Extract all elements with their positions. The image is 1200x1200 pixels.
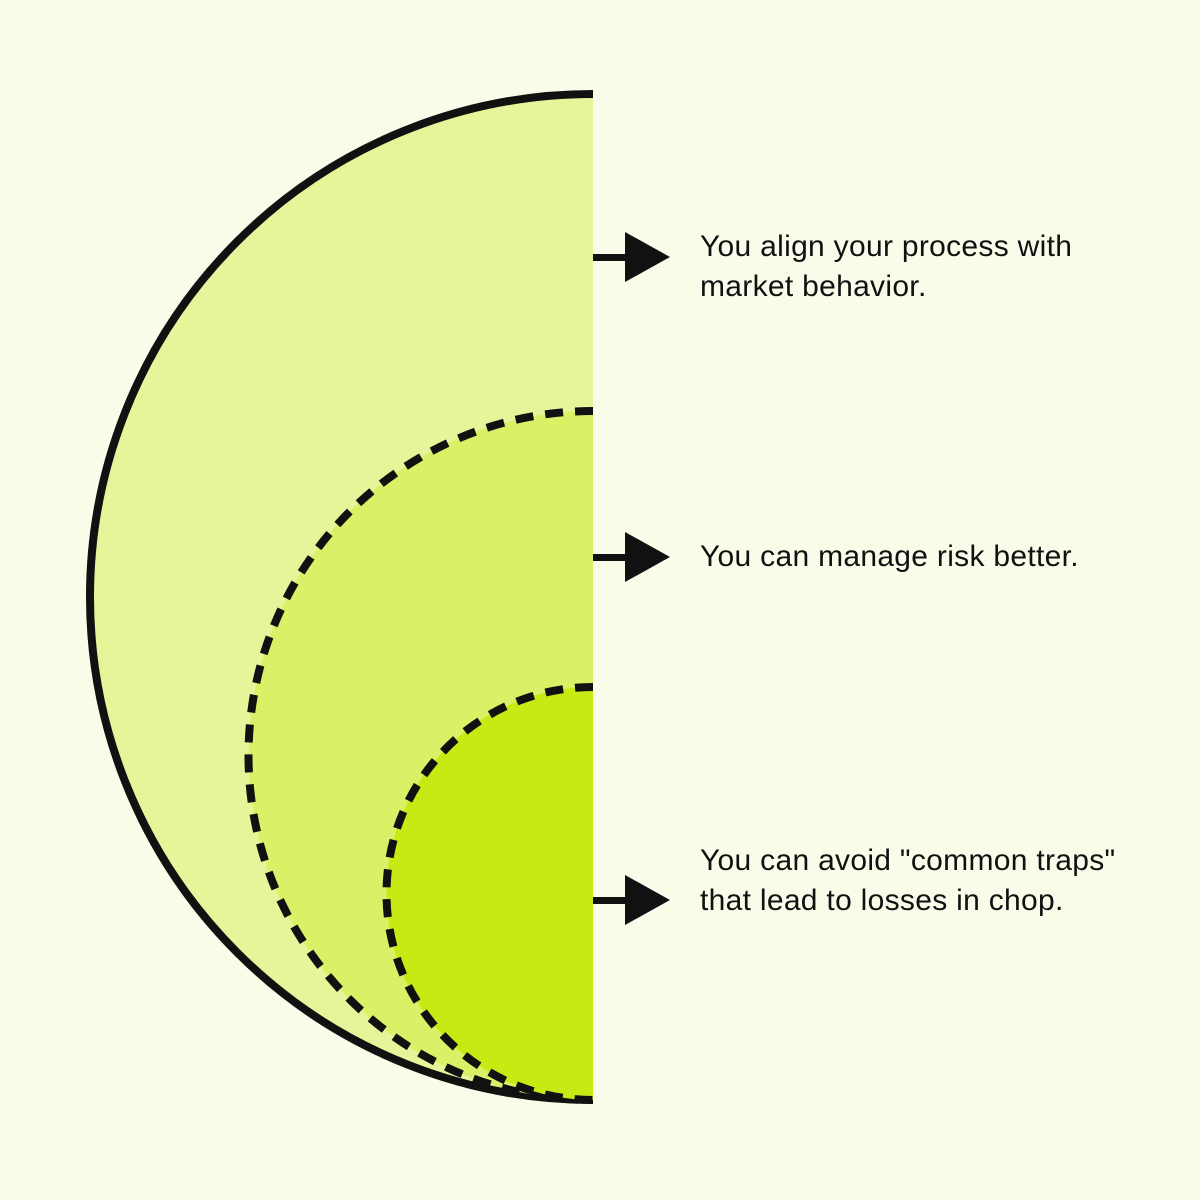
arrow-icon bbox=[593, 875, 670, 925]
arrow-icon bbox=[593, 532, 670, 582]
label-inner: You can avoid "common traps" that lead t… bbox=[700, 844, 1116, 917]
arrow-icon bbox=[593, 232, 670, 282]
label-outer: You align your process with market behav… bbox=[700, 230, 1073, 303]
outer-arc-outline bbox=[86, 90, 594, 1104]
inner-semicircle bbox=[386, 687, 593, 1100]
inner-arc-dashed bbox=[382, 683, 594, 1104]
label-middle: You can manage risk better. bbox=[700, 540, 1079, 573]
middle-arc-dashed bbox=[244, 407, 594, 1104]
